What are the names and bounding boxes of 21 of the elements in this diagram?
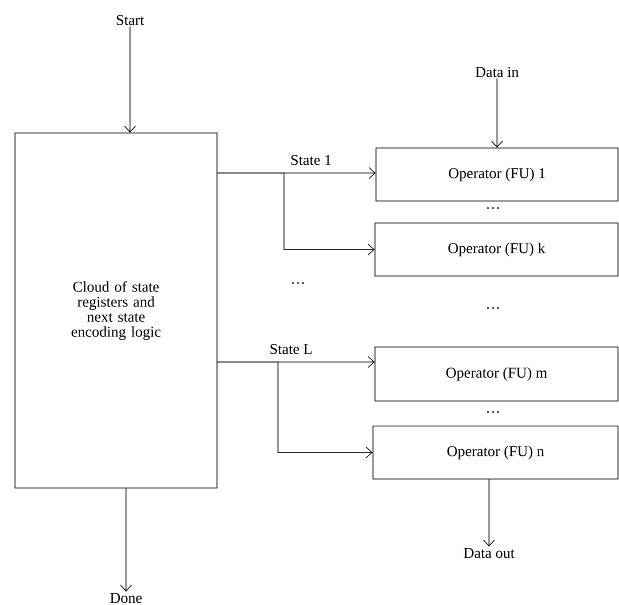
operator-box: Operator (FU) 1: [376, 148, 618, 202]
ellipsis: …: [487, 411, 499, 413]
arrow: [120, 488, 132, 592]
edge-label: State L: [268, 342, 314, 356]
done-label: Done: [110, 593, 142, 603]
ellipsis: …: [292, 282, 304, 284]
operator-box: Operator (FU) m: [374, 346, 618, 402]
arrow: [217, 172, 375, 256]
start-label: Start: [116, 14, 144, 26]
arrow: [483, 479, 495, 547]
arrow: [217, 362, 373, 458]
ellipsis: …: [487, 307, 499, 309]
ellipsis: …: [487, 207, 499, 209]
arrow: [124, 26, 136, 133]
operator-box: Operator (FU) n: [372, 426, 618, 480]
edge-label: State 1: [289, 154, 333, 166]
controller-box: Cloud of state registers and next state encoding logic: [14, 132, 218, 488]
arrow: [491, 78, 503, 148]
output-label: Data out: [464, 548, 515, 558]
input-label: Data in: [476, 66, 519, 78]
operator-box: Operator (FU) k: [374, 222, 618, 276]
